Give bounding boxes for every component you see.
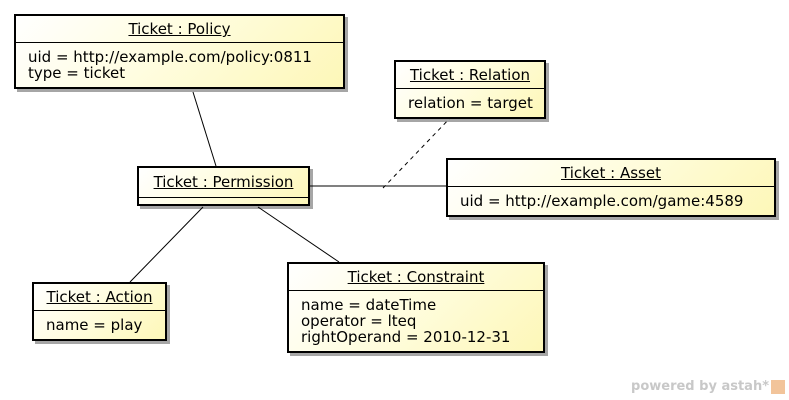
action-object-attributes: name = play [34, 310, 165, 339]
policy-object-attributes: uid = http://example.com/policy:0811 typ… [16, 42, 343, 87]
action-object-title: Ticket : Action [46, 288, 153, 306]
watermark-text: powered by astah* [631, 379, 769, 394]
astah-watermark: powered by astah* [631, 379, 785, 394]
asset-uid-attribute: uid = http://example.com/game:4589 [460, 192, 744, 210]
permission-constraint-link [257, 206, 340, 263]
constraint-object[interactable]: Ticket : Constraint name = dateTime oper… [287, 262, 545, 353]
policy-type-attribute: type = ticket [28, 64, 126, 82]
asset-object[interactable]: Ticket : Asset uid = http://example.com/… [446, 158, 776, 217]
permission-object-title: Ticket : Permission [153, 173, 294, 191]
relation-object[interactable]: Ticket : Relation relation = target [394, 60, 546, 119]
permission-object-attributes [139, 197, 308, 204]
relation-object-attributes: relation = target [396, 88, 544, 117]
constraint-object-attributes: name = dateTime operator = lteq rightOpe… [289, 290, 543, 351]
relation-object-title: Ticket : Relation [409, 66, 531, 84]
constraint-object-title: Ticket : Constraint [347, 268, 485, 286]
permission-object[interactable]: Ticket : Permission [137, 166, 310, 206]
asset-object-title: Ticket : Asset [561, 164, 661, 182]
action-name-attribute: name = play [46, 316, 143, 334]
constraint-rightoperand-attribute: rightOperand = 2010-12-31 [301, 328, 511, 346]
policy-object-title: Ticket : Policy [128, 20, 231, 38]
relation-relation-attribute: relation = target [408, 94, 533, 112]
policy-permission-link [192, 91, 217, 167]
astah-logo-icon [771, 379, 785, 394]
asset-object-attributes: uid = http://example.com/game:4589 [448, 186, 774, 215]
action-object[interactable]: Ticket : Action name = play [32, 282, 167, 341]
constraint-operator-attribute: operator = lteq [301, 312, 417, 330]
policy-uid-attribute: uid = http://example.com/policy:0811 [28, 48, 312, 66]
constraint-name-attribute: name = dateTime [301, 296, 437, 314]
permission-action-link [129, 206, 204, 283]
policy-object[interactable]: Ticket : Policy uid = http://example.com… [14, 14, 345, 89]
relation-link-dashed [382, 115, 453, 189]
